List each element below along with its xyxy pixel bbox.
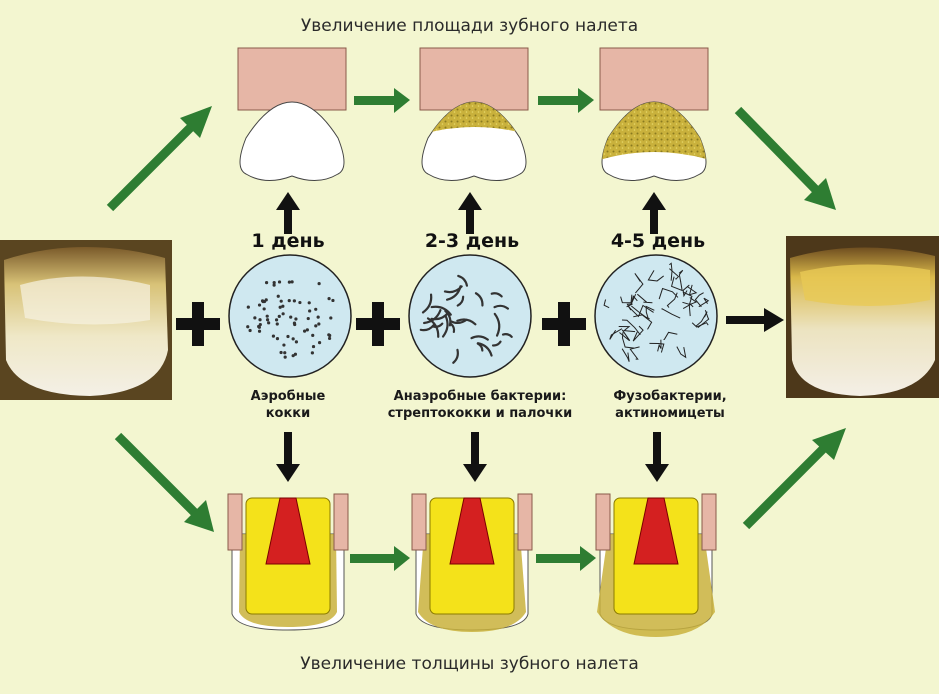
tooth-plaque-area-3 [590, 48, 720, 181]
bacteria-label-2-line1: Анаэробные бактерии: [360, 388, 600, 405]
caption-plaque-thickness: Увеличение толщины зубного налета [0, 654, 939, 674]
tooth-plaque-thickness-3 [596, 494, 716, 637]
stage-day-3: 4-5 день [578, 230, 738, 252]
plaque-photo-end [786, 236, 939, 398]
arrow-diagonal-up-left [110, 106, 212, 208]
bacteria-label-3: Фузобактерии, актиномицеты [582, 388, 758, 422]
arrow-diagonal-down-left [118, 436, 214, 532]
plaque-photo-start [0, 240, 172, 400]
arrow-diagonal-up-right [746, 428, 846, 526]
arrow-right-to-photo [726, 308, 784, 332]
bacteria-label-1-line1: Аэробные [210, 388, 366, 405]
tooth-plaque-area-1 [228, 48, 358, 181]
caption-plaque-area: Увеличение площади зубного налета [0, 16, 939, 36]
bacteria-circle-3 [595, 255, 717, 377]
bacteria-label-2-line2: стрептококки и палочки [360, 405, 600, 422]
arrow-diagonal-down-right [738, 110, 836, 210]
stage-day-2: 2-3 день [392, 230, 552, 252]
tooth-plaque-area-2 [410, 48, 540, 181]
bacteria-label-2: Анаэробные бактерии: стрептококки и пало… [360, 388, 600, 422]
bacteria-label-3-line1: Фузобактерии, [582, 388, 758, 405]
stage-day-1: 1 день [208, 230, 368, 252]
tooth-plaque-thickness-2 [412, 494, 532, 632]
bacteria-circle-1 [229, 255, 351, 377]
arrow-down-icon [276, 432, 669, 482]
bacteria-label-1: Аэробные кокки [210, 388, 366, 422]
bacteria-circle-2 [409, 255, 531, 377]
bacteria-label-1-line2: кокки [210, 405, 366, 422]
arrow-up-icon [276, 192, 666, 234]
bacteria-label-3-line2: актиномицеты [582, 405, 758, 422]
tooth-plaque-thickness-1 [228, 494, 348, 630]
